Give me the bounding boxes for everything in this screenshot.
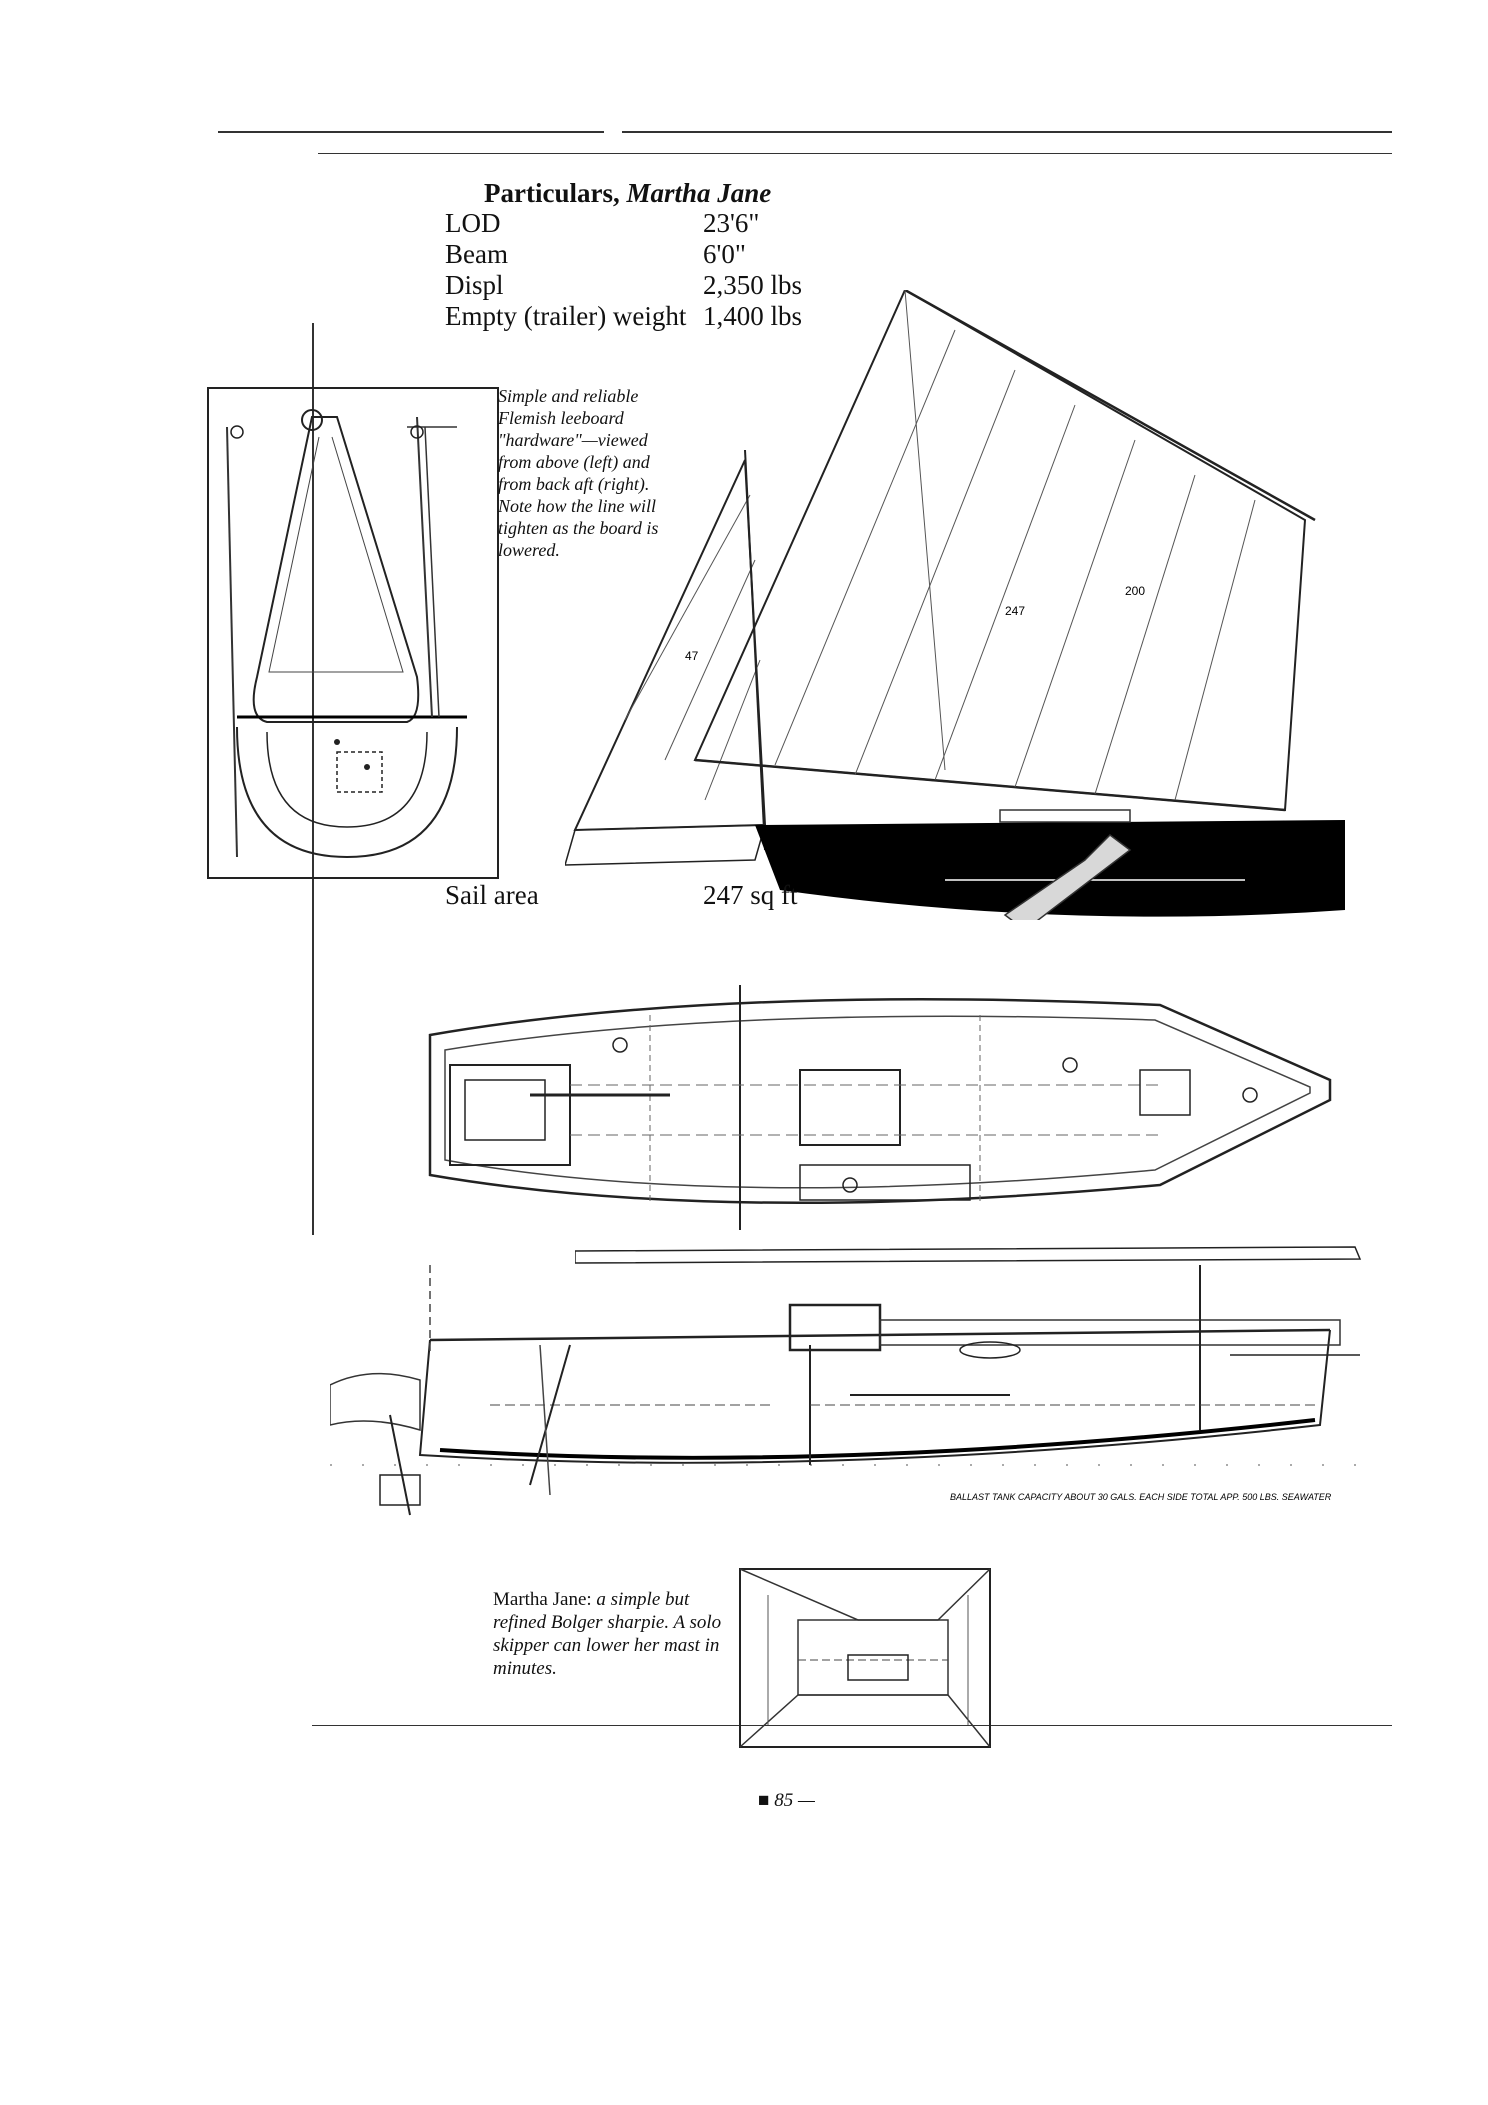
jib-area-label: 47 (685, 649, 699, 663)
deck-plank-drawing (575, 1246, 1362, 1264)
particulars-table: LOD 23'6" Beam 6'0" Displ 2,350 lbs Empt… (445, 208, 845, 332)
spec-value: 6'0" (703, 239, 746, 269)
spec-label: LOD (445, 208, 501, 238)
spec-row-empty-weight: Empty (trailer) weight 1,400 lbs (445, 301, 845, 332)
ballast-note: BALLAST TANK CAPACITY ABOUT 30 GALS. EAC… (950, 1492, 1332, 1502)
spec-value: 1,400 lbs (703, 301, 803, 331)
spec-value: 2,350 lbs (703, 270, 803, 300)
spec-row-lod: LOD 23'6" (445, 208, 845, 239)
spec-row-displ: Displ 2,350 lbs (445, 270, 845, 301)
left-vertical-rule (312, 323, 314, 1235)
boat-name: Martha Jane (626, 178, 772, 208)
cabin-interior-drawing (739, 1568, 991, 1748)
top-rule-second (318, 153, 1392, 154)
spec-label: Empty (trailer) weight (445, 301, 687, 331)
spec-label: Beam (445, 239, 508, 269)
spec-value: 247 sq ft (703, 880, 798, 910)
bottom-caption-text: a simple but refined Bolger sharpie. A s… (493, 1589, 722, 1679)
mainsail-area-label: 200 (1125, 584, 1145, 598)
sail-plan-drawing: 200 247 47 (565, 290, 1345, 920)
top-rule-left (218, 131, 604, 133)
deck-plan-drawing (428, 985, 1332, 1230)
spec-row-beam: Beam 6'0" (445, 239, 845, 270)
spec-label: Displ (445, 270, 504, 300)
bottom-rule (312, 1725, 1392, 1726)
bottom-caption-lead: Martha Jane: (493, 1589, 592, 1610)
mainsail-area-label-2: 247 (1005, 604, 1025, 618)
particulars-heading: Particulars, (484, 178, 620, 208)
spec-value: 23'6" (703, 208, 760, 238)
page-number: ■ 85 — (758, 1790, 815, 1811)
leeboard-caption: Simple and reliable Flemish leeboard "ha… (498, 386, 659, 560)
top-rule-right (622, 131, 1392, 133)
bottom-caption: Martha Jane: a simple but refined Bolger… (493, 1588, 733, 1680)
particulars-title: Particulars, Martha Jane (484, 178, 771, 209)
spec-label: Sail area (445, 880, 539, 910)
leeboard-drawing (207, 387, 499, 879)
sail-area-row: Sail area 247 sq ft (445, 880, 845, 911)
inboard-profile-drawing: BALLAST TANK CAPACITY ABOUT 30 GALS. EAC… (330, 1265, 1370, 1516)
